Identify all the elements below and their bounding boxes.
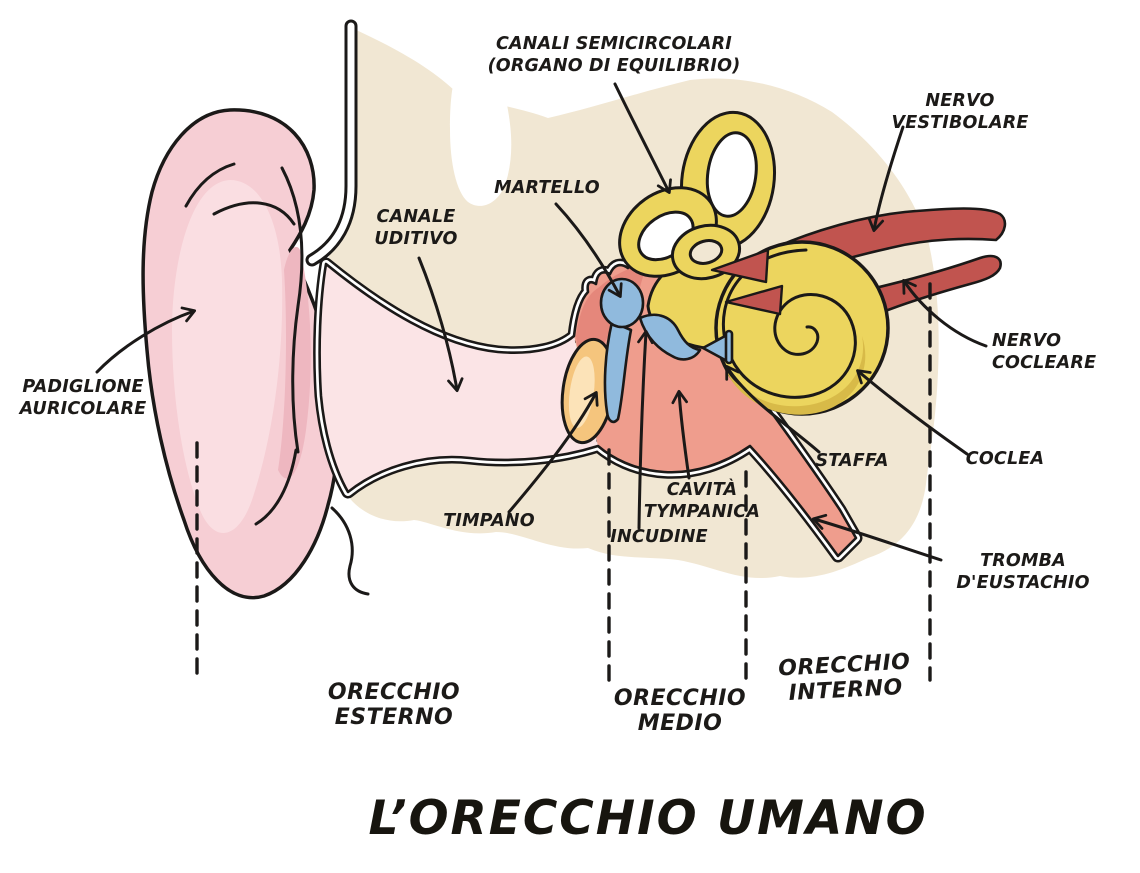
label-middle-ear: ORECCHIO MEDIO (613, 686, 747, 736)
leader-eustachian-tube (811, 513, 943, 562)
leader-stapes (725, 365, 821, 454)
leader-lines (95, 82, 988, 562)
label-incus: INCUDINE (610, 527, 708, 547)
region-divider-lines (195, 282, 932, 686)
stapes-footplate-shape (724, 329, 734, 365)
semicircular-canals-shape (618, 110, 777, 281)
leader-incus (637, 329, 654, 530)
leader-malleus (554, 202, 623, 298)
label-vestibular-nerve: NERVO VESTIBOLARE (891, 91, 1029, 134)
leader-eardrum (507, 391, 599, 514)
label-stapes: STAFFA (815, 451, 889, 471)
malleus-head-shape (599, 277, 645, 329)
leader-cochlear-nerve (902, 279, 988, 348)
label-malleus: MARTELLO (494, 178, 600, 198)
auricle-shape (135, 101, 370, 606)
label-eardrum: TIMPANO (443, 511, 535, 531)
eardrum-shape (560, 337, 616, 445)
label-cochlea: COCLEA (965, 449, 1045, 469)
label-cochlear-nerve: NERVO COCLEARE (992, 331, 1097, 374)
leader-auricle (95, 306, 197, 374)
label-semicircular-canals: CANALI SEMICIRCOLARI (ORGANO DI EQUILIBR… (487, 34, 741, 77)
label-auditory-canal: CANALE UDITIVO (374, 207, 458, 250)
page-title: L’ORECCHIO UMANO (368, 791, 928, 846)
leader-auditory-canal (417, 256, 464, 393)
leader-tympanic-cavity (671, 389, 691, 480)
label-eustachian-tube: TROMBA D'EUSTACHIO (956, 551, 1090, 594)
label-auricle: PADIGLIONE AURICOLARE (19, 377, 147, 420)
malleus-shape (603, 320, 633, 424)
nerve-branches (710, 248, 784, 316)
leader-semicircular-canals (613, 82, 672, 194)
labyrinth (618, 110, 890, 416)
skin-edge-line-gap (308, 22, 355, 264)
incus-shape (638, 313, 702, 361)
auricle-light-shade (172, 180, 283, 533)
label-outer-ear: ORECCHIO ESTERNO (327, 680, 461, 730)
leader-vestibular-nerve (867, 125, 905, 233)
label-tympanic-cavity: CAVITÀ TYMPANICA (643, 480, 761, 523)
skin-white-notch (450, 61, 512, 206)
leader-cochlea (856, 369, 969, 456)
label-inner-ear: ORECCHIO INTERNO (777, 649, 912, 706)
